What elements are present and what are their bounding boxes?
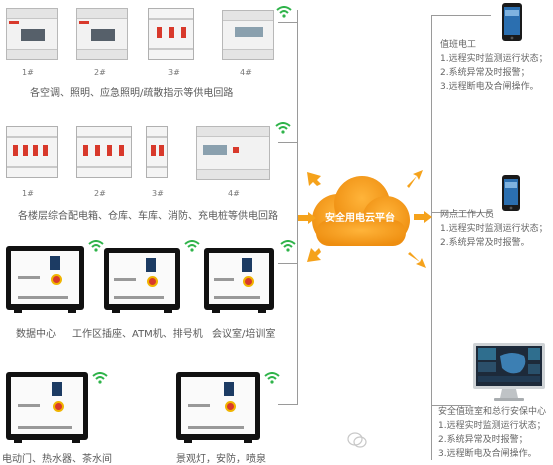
right-branch-3 [431, 405, 471, 406]
row2-number-3: 3# [152, 189, 164, 198]
control-cabinet-data-center [6, 246, 84, 313]
row2-number-2: 2# [94, 189, 106, 198]
meter-device-4 [222, 10, 274, 60]
receiver-item: 2.系统异常及时报警； [440, 68, 530, 78]
receiver-item: 1.远程实时监测运行状态； [440, 224, 548, 234]
control-cabinet-meeting-room [204, 248, 274, 313]
row1-number-2: 2# [94, 68, 106, 77]
bus-line-row3 [278, 263, 298, 264]
control-cabinet-work-area [104, 248, 180, 313]
receiver-title-electrician: 值班电工 [440, 40, 477, 50]
row2-number-1: 1# [22, 189, 34, 198]
wechat-watermark-icon [347, 432, 367, 448]
arrow-icon [307, 248, 321, 262]
arrow-icon [298, 212, 316, 224]
wifi-icon [88, 240, 104, 252]
wifi-icon [184, 240, 200, 252]
wifi-icon [264, 372, 280, 384]
control-cabinet-doors-heaters [6, 372, 88, 443]
receiver-title-branch-staff: 网点工作人员 [440, 210, 495, 220]
row1-number-4: 4# [240, 68, 252, 77]
row4-label-landscape: 景观灯，安防，喷泉 [176, 454, 266, 465]
wifi-icon [280, 240, 296, 252]
receiver-title-security-center: 安全值班室和总行安保中心 [438, 407, 547, 417]
arrow-icon [307, 172, 321, 186]
breaker-device-3 [148, 8, 194, 60]
wifi-icon [275, 122, 291, 134]
receiver-item: 2.系统异常及时报警； [438, 435, 528, 445]
bus-line-row2 [278, 142, 298, 143]
row4-label-doors-heaters: 电动门、热水器、茶水间 [2, 454, 112, 465]
cloud-platform-label: 安全用电云平台 [325, 213, 395, 224]
meter-device-1 [6, 8, 58, 60]
right-branch-2 [431, 212, 491, 213]
meter-device-r2-4 [196, 126, 270, 180]
receiver-item: 1.远程实时监测运行状态； [438, 421, 546, 431]
receiver-item: 3.远程断电及合闸操作。 [438, 449, 537, 459]
bus-line-row4 [278, 404, 298, 405]
smartphone-icon [502, 175, 520, 211]
cloud-icon [312, 176, 410, 246]
breaker-device-r2-2 [76, 126, 132, 178]
row3-label-work-area: 工作区插座、ATM机、排号机 [72, 329, 203, 340]
row3-label-meeting-room: 会议室/培训室 [212, 329, 276, 340]
row1-number-1: 1# [22, 68, 34, 77]
row2-number-4: 4# [228, 189, 240, 198]
receiver-item: 2.系统异常及时报警。 [440, 238, 530, 248]
bus-line-vertical [297, 10, 298, 405]
right-bus-vertical [431, 15, 432, 460]
breaker-device-r2-1 [6, 126, 58, 178]
row2-caption: 各楼层综合配电箱、仓库、车库、消防、充电桩等供电回路 [18, 211, 278, 222]
row3-label-data-center: 数据中心 [16, 329, 56, 340]
arrow-icon [414, 211, 432, 223]
arrow-icon [407, 170, 423, 188]
row1-caption: 各空调、照明、应急照明/疏散指示等供电回路 [30, 88, 234, 99]
control-cabinet-landscape [176, 372, 260, 443]
right-branch-1 [431, 15, 491, 16]
row1-number-3: 3# [168, 68, 180, 77]
bus-line-row1 [278, 22, 298, 23]
wifi-icon [92, 372, 108, 384]
arrow-icon [408, 252, 426, 268]
breaker-device-r2-3 [146, 126, 168, 178]
monitor-icon [473, 343, 545, 401]
wifi-icon [276, 6, 292, 18]
receiver-item: 1.远程实时监测运行状态； [440, 54, 548, 64]
smartphone-icon [502, 3, 522, 41]
meter-device-2 [76, 8, 128, 60]
receiver-item: 3.远程断电及合闸操作。 [440, 82, 539, 92]
